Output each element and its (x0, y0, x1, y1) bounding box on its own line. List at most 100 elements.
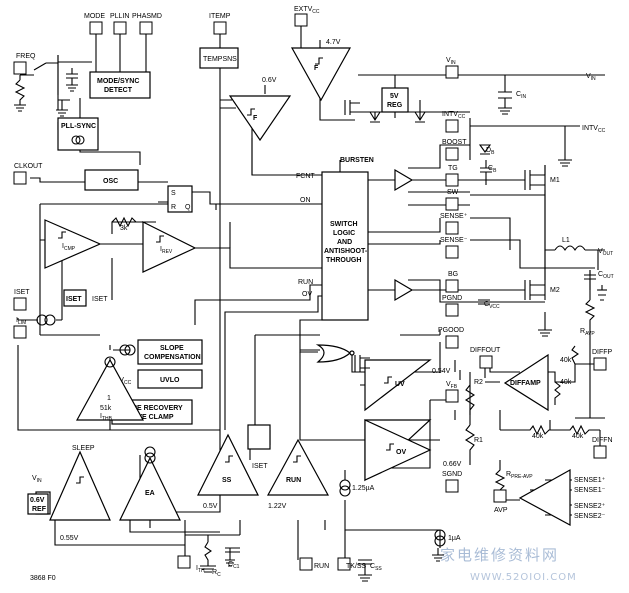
mode-sync-text-2: DETECT (104, 87, 133, 94)
switch-logic-l1: SWITCH (330, 221, 358, 228)
ss-amp (197, 433, 259, 496)
ref-block (27, 493, 49, 515)
sr-q: Q (185, 204, 191, 211)
sense-minus-pin (445, 245, 459, 259)
ith-pin-label: ITH (196, 565, 205, 574)
label-3k: 3k (120, 225, 128, 232)
phasmd-pin-label: PHASMD (132, 13, 162, 20)
cout-cap (584, 270, 596, 290)
boost-pin (445, 147, 459, 161)
diffn-pin-label: DIFFN (592, 437, 613, 444)
label-0-54v: 0.54V (432, 368, 451, 375)
top-amp-f: F (253, 115, 258, 122)
ref-text-2: REF (32, 506, 47, 513)
bg-pin (445, 279, 459, 293)
mode-pin-label: MODE (84, 13, 105, 20)
vin-pin (445, 65, 459, 79)
ithb-amp (75, 358, 145, 421)
ilim-pin-label: ILIM (16, 317, 26, 326)
tg-pin (445, 173, 459, 187)
vfb-pin-label: VFB (446, 381, 458, 390)
sense1p-label: SENSE1⁺ (574, 477, 606, 484)
pgnd-pin (445, 303, 459, 317)
ground-symbols (56, 84, 607, 582)
label-1-22v: 1.22V (268, 503, 287, 510)
tkss-current-source (434, 529, 446, 541)
switch-logic-l5: THROUGH (326, 257, 361, 264)
label-1ua: 1µA (448, 535, 461, 542)
slope-recovery-text-2: ACTIVE CLAMP (121, 414, 174, 421)
switch-logic-block (321, 171, 369, 321)
watermark-url: WWW.52OIOI.COM (470, 572, 577, 583)
sleep-comparator (49, 450, 111, 521)
label-cin: CIN (516, 91, 526, 100)
sgnd-pin-label: SGND (442, 471, 462, 478)
ith-pin (177, 555, 191, 569)
bg-pin-label: BG (448, 271, 458, 278)
label-intvcc-right: INTVCC (582, 125, 606, 134)
slope-comp-text-1: SLOPE (160, 345, 184, 352)
pgood-pin (445, 335, 459, 349)
label-0-66v: 0.66V (443, 461, 462, 468)
mode-sync-text-1: MODE/SYNC (97, 78, 139, 85)
inductor-l1 (554, 245, 586, 252)
pgnd-pin-label: PGND (442, 295, 462, 302)
diffp-pin-label: DIFFP (592, 349, 613, 356)
ithb-3: ITHB (100, 413, 113, 422)
iset-pin-label: ISET (14, 289, 30, 296)
ithb-2: 51k (100, 405, 112, 412)
label-4-7v: 4.7V (326, 39, 341, 46)
pll-sync-text: PLL-SYNC (61, 123, 96, 130)
diffp-pin (593, 357, 607, 371)
vin-pin-label: VIN (446, 57, 456, 66)
sgnd-pin (445, 479, 459, 493)
diode-1 (369, 111, 381, 123)
pllin-pin-label: PLLIN (110, 13, 129, 20)
run-pin (299, 557, 313, 571)
ilim-pin (13, 325, 27, 339)
5v-reg-text-2: REG (387, 102, 403, 109)
label-40k-c: 40k (532, 433, 544, 440)
diffamp-text: DIFFAMP (510, 380, 541, 387)
mode-pin (89, 21, 103, 35)
intvcc-pin (445, 119, 459, 133)
label-0-55v: 0.55V (60, 535, 79, 542)
cvcc-cap (478, 299, 490, 305)
freq-pin (13, 61, 27, 75)
boost-pin-label: BOOST (442, 139, 467, 146)
schmitt-marks (58, 57, 394, 484)
label-on: ON (300, 197, 311, 204)
label-0-5v: 0.5V (203, 503, 218, 510)
ithb-1: 1 (107, 395, 111, 402)
bg-driver (394, 278, 414, 302)
label-0-6v: 0.6V (262, 77, 277, 84)
slope-current-source (119, 344, 131, 356)
label-1-25ua: 1.25µA (352, 485, 375, 492)
diffout-pin (479, 355, 493, 369)
db-diode (478, 144, 492, 155)
label-rc: RC (212, 569, 221, 578)
amplifiers: F F ICMP IREV 1 51k ITHB EA SS RUN UV OV… (44, 47, 571, 527)
tempsns-block (199, 47, 239, 69)
label-ov: OV (302, 291, 312, 298)
label-cc1: CC1 (228, 561, 240, 570)
avp-pin-label: AVP (494, 507, 508, 514)
irev-text: IREV (160, 246, 173, 255)
sense2p-label: SENSE2⁺ (574, 503, 606, 510)
switch-logic-l4: ANTISHOOT- (324, 248, 368, 255)
tkss-pin (337, 557, 351, 571)
ithb-current-source (104, 356, 116, 368)
sr-latch-block (167, 185, 193, 213)
mosfets (344, 100, 546, 372)
label-fcnt: FCNT (296, 173, 315, 180)
label-db: DB (486, 147, 495, 156)
avp-amp (518, 468, 571, 527)
label-cout: COUT (598, 271, 614, 280)
label-r2: R2 (474, 379, 483, 386)
mode-sync-detect-block (89, 71, 151, 99)
itemp-pin-label: ITEMP (209, 13, 231, 20)
cc1-cap (225, 547, 240, 553)
icmp-comparator (44, 219, 102, 269)
ref-text-1: 0.6V (30, 497, 45, 504)
